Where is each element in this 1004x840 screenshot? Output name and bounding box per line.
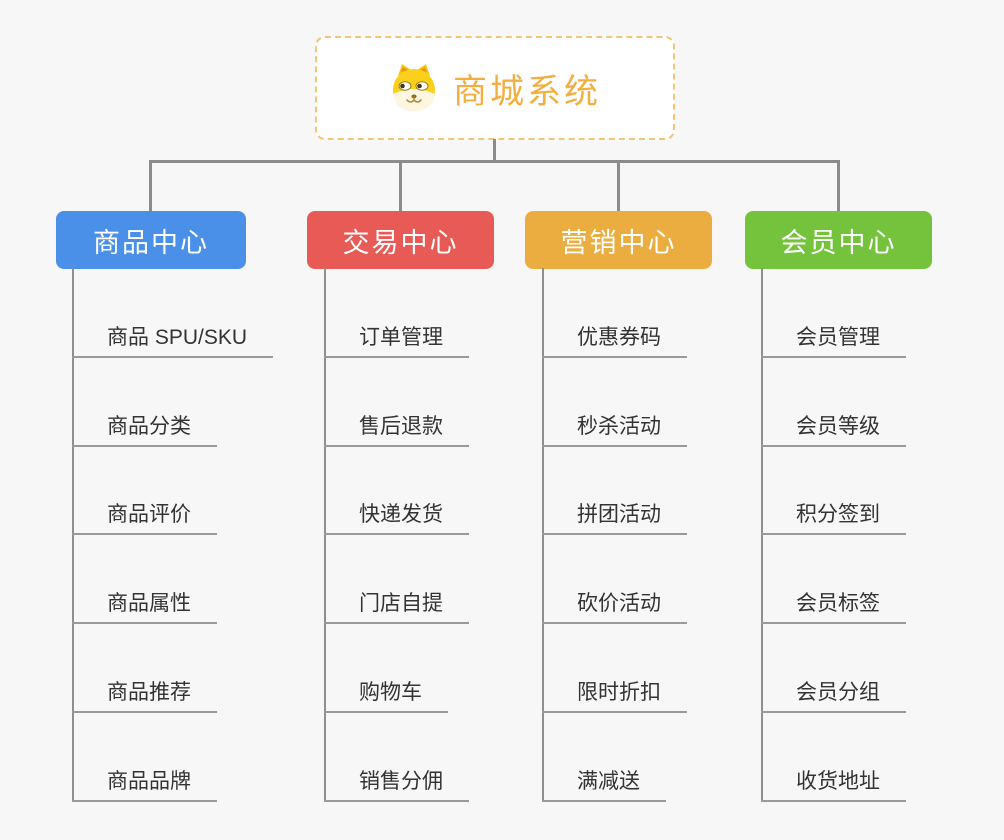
- topic-node[interactable]: 商品 SPU/SKU: [72, 318, 274, 358]
- topic-node[interactable]: 商品评价: [72, 495, 217, 535]
- branch-node-marketing-center[interactable]: 营销中心: [525, 211, 712, 269]
- shiba-dog-icon: [393, 64, 435, 111]
- topic-node[interactable]: 商品品牌: [72, 762, 217, 802]
- topic-node[interactable]: 会员标签: [761, 584, 906, 624]
- topic-node[interactable]: 售后退款: [324, 407, 469, 447]
- topic-node[interactable]: 会员分组: [761, 673, 906, 713]
- topic-node[interactable]: 快递发货: [324, 495, 469, 535]
- connector-spine-trade-center: [324, 268, 326, 802]
- connector-drop-marketing: [617, 160, 620, 211]
- root-node-mall-system[interactable]: 商城系统: [315, 36, 675, 140]
- connector-root-stub: [493, 139, 496, 162]
- connector-drop-members: [837, 160, 840, 211]
- root-title: 商城系统: [453, 72, 601, 111]
- branch-node-product-center[interactable]: 商品中心: [56, 211, 246, 269]
- topic-node[interactable]: 拼团活动: [542, 495, 687, 535]
- topic-node[interactable]: 满减送: [542, 762, 666, 802]
- topic-node[interactable]: 商品属性: [72, 584, 217, 624]
- topic-node[interactable]: 销售分佣: [324, 762, 469, 802]
- topic-node[interactable]: 优惠券码: [542, 318, 687, 358]
- branch-node-member-center[interactable]: 会员中心: [745, 211, 932, 269]
- topic-node[interactable]: 积分签到: [761, 495, 906, 535]
- branch-node-trade-center[interactable]: 交易中心: [307, 211, 494, 269]
- connector-drop-products: [149, 160, 152, 211]
- topic-node[interactable]: 购物车: [324, 673, 448, 713]
- topic-node[interactable]: 秒杀活动: [542, 407, 687, 447]
- topic-node[interactable]: 收货地址: [761, 762, 906, 802]
- topic-node[interactable]: 门店自提: [324, 584, 469, 624]
- connector-spine-member-center: [761, 268, 763, 802]
- connector-trunk-horizontal: [149, 160, 840, 163]
- connector-spine-product-center: [72, 268, 74, 802]
- topic-node[interactable]: 商品分类: [72, 407, 217, 447]
- topic-node[interactable]: 会员管理: [761, 318, 906, 358]
- topic-node[interactable]: 订单管理: [324, 318, 469, 358]
- topic-node[interactable]: 商品推荐: [72, 673, 217, 713]
- connector-drop-trade: [399, 160, 402, 211]
- topic-node[interactable]: 限时折扣: [542, 673, 687, 713]
- topic-node[interactable]: 砍价活动: [542, 584, 687, 624]
- connector-spine-marketing-center: [542, 268, 544, 802]
- topic-node[interactable]: 会员等级: [761, 407, 906, 447]
